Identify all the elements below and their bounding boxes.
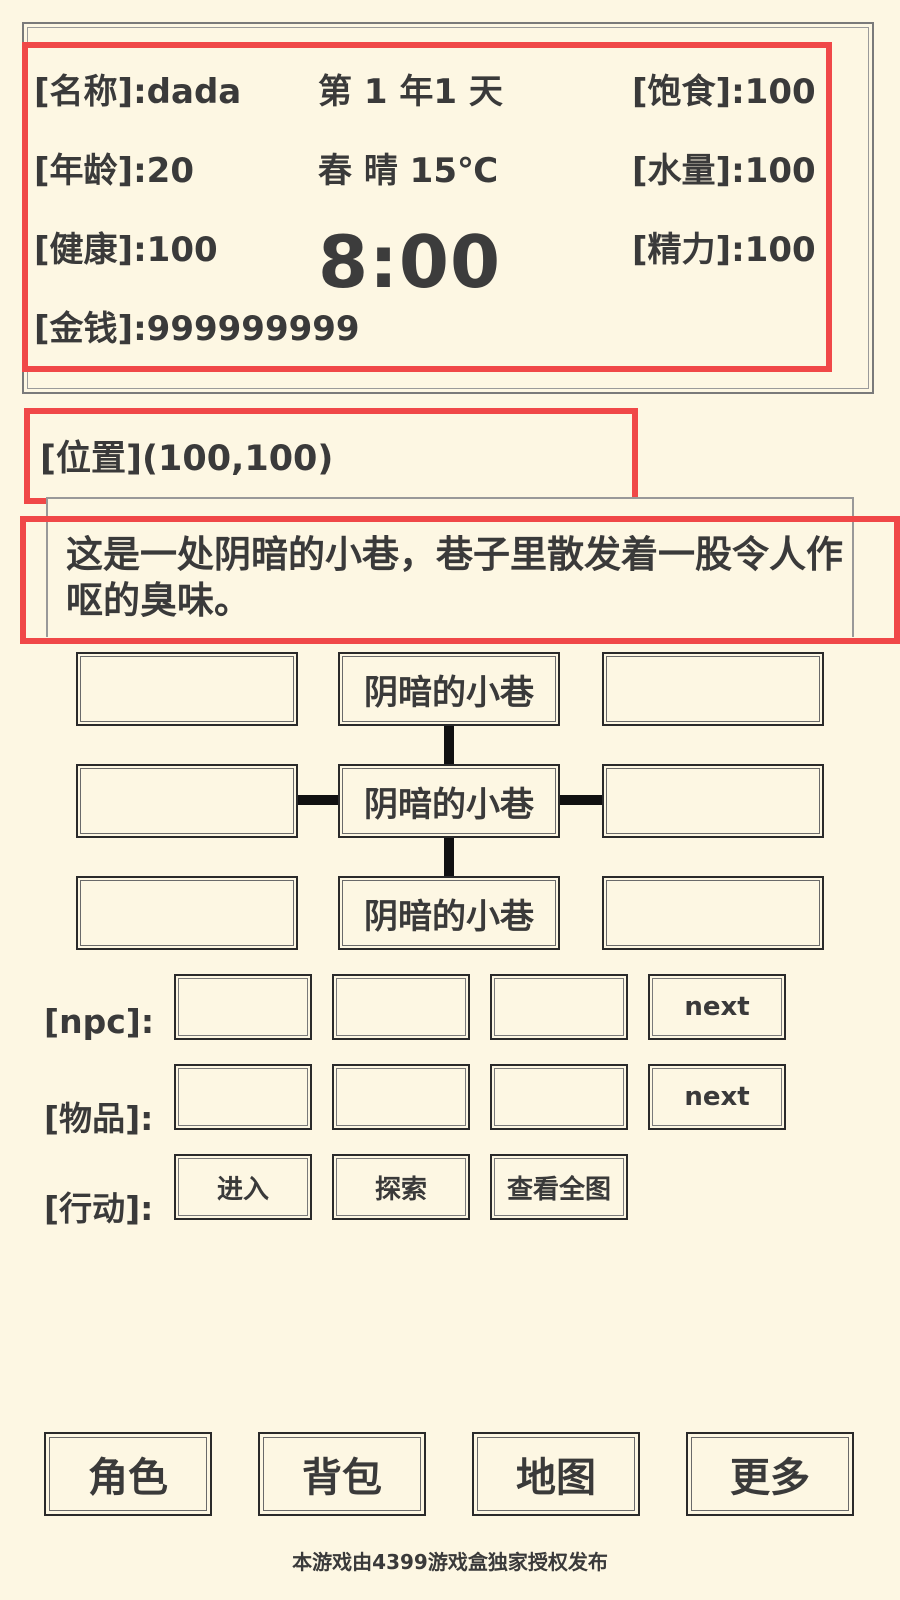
footer-notice: 本游戏由4399游戏盒独家授权发布 [292,1550,608,1574]
map-connector-north [444,726,454,766]
npc-slot-2[interactable] [332,974,470,1040]
item-slot-3[interactable] [490,1064,628,1130]
description-highlight-frame [20,516,900,644]
npc-slot-3[interactable] [490,974,628,1040]
status-highlight-frame [22,42,832,372]
map-button[interactable]: 地图 [472,1432,640,1516]
more-button[interactable]: 更多 [686,1432,854,1516]
map-cell-north[interactable]: 阴暗的小巷 [338,652,560,726]
map-cell-center[interactable]: 阴暗的小巷 [338,764,560,838]
game-date: 第 1 年1 天 [318,72,503,112]
items-row-label: [物品]: [44,1099,154,1138]
item-slot-2[interactable] [332,1064,470,1130]
map-cell-west[interactable] [76,764,298,838]
enter-button[interactable]: 进入 [174,1154,312,1220]
npc-next-button[interactable]: next [648,974,786,1040]
explore-button[interactable]: 探索 [332,1154,470,1220]
npc-slot-1[interactable] [174,974,312,1040]
player-satiety: [饱食]:100 [632,72,816,112]
actions-row-label: [行动]: [44,1189,154,1228]
character-button[interactable]: 角色 [44,1432,212,1516]
map-cell-northeast[interactable] [602,652,824,726]
map-cell-northwest[interactable] [76,652,298,726]
map-connector-east [560,795,602,805]
view-full-map-button[interactable]: 查看全图 [490,1154,628,1220]
map-cell-southwest[interactable] [76,876,298,950]
game-clock: 8:00 [318,220,502,304]
game-weather: 春 晴 15℃ [318,151,499,191]
player-position: [位置](100,100) [40,439,334,479]
player-money: [金钱]:999999999 [34,309,360,349]
status-panel [22,22,874,394]
map-connector-south [444,838,454,878]
items-next-button[interactable]: next [648,1064,786,1130]
backpack-button[interactable]: 背包 [258,1432,426,1516]
player-energy: [精力]:100 [632,230,816,270]
item-slot-1[interactable] [174,1064,312,1130]
player-name: [名称]:dada [34,72,242,112]
player-age: [年龄]:20 [34,151,194,191]
map-cell-south[interactable]: 阴暗的小巷 [338,876,560,950]
player-water: [水量]:100 [632,151,816,191]
map-cell-southeast[interactable] [602,876,824,950]
map-connector-west [298,795,338,805]
location-description: 这是一处阴暗的小巷，巷子里散发着一股令人作呕的臭味。 [66,533,843,622]
player-health: [健康]:100 [34,230,218,270]
npc-row-label: [npc]: [44,1002,155,1041]
map-cell-east[interactable] [602,764,824,838]
